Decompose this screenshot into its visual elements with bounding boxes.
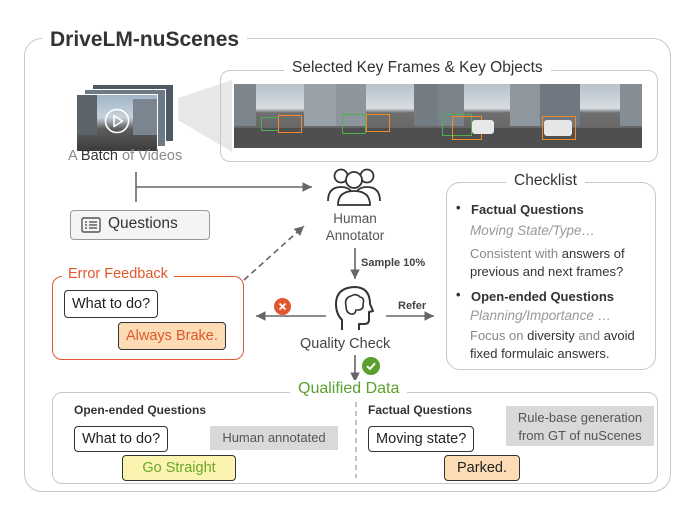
quality-check-label: Quality Check	[300, 336, 391, 352]
main-title: DriveLM-nuScenes	[42, 28, 248, 52]
key-frame-4	[540, 84, 642, 148]
play-icon[interactable]	[104, 108, 130, 134]
checklist-title: Checklist	[506, 172, 585, 190]
checklist-factual-heading: Factual Questions	[471, 202, 584, 217]
qualified-open-tag: Human annotated	[210, 426, 338, 450]
questions-box[interactable]: Questions	[70, 210, 210, 240]
qualified-data-title: Qualified Data	[290, 380, 408, 398]
questions-label: Questions	[108, 215, 178, 232]
error-feedback-title: Error Feedback	[62, 266, 174, 282]
error-x-icon	[274, 298, 291, 315]
error-answer-bubble: Always Brake.	[118, 322, 226, 350]
error-question-bubble: What to do?	[64, 290, 159, 318]
checklist-bullet-1: •	[456, 200, 461, 215]
qualified-factual-heading: Factual Questions	[368, 403, 473, 417]
videos-caption: A Batch of Videos	[68, 148, 183, 164]
checklist-bullet-2: •	[456, 287, 461, 302]
check-icon	[362, 357, 380, 375]
question-list-icon	[81, 217, 101, 233]
people-group-icon	[327, 168, 381, 206]
checklist-factual-desc: Consistent with answers of previous and …	[470, 246, 625, 279]
head-brain-icon	[335, 286, 374, 330]
key-frames-title: Selected Key Frames & Key Objects	[284, 59, 551, 77]
qualified-factual-answer: Parked.	[444, 455, 520, 481]
checklist-open-desc: Focus on diversity and avoid fixed formu…	[470, 328, 635, 361]
sample-label: Sample 10%	[361, 257, 426, 269]
refer-label: Refer	[398, 300, 427, 312]
checklist-open-sub: Planning/Importance …	[470, 308, 612, 323]
key-frame-1	[234, 84, 336, 148]
checklist-factual-sub: Moving State/Type…	[470, 223, 596, 238]
outer-panel	[24, 38, 671, 492]
qualified-divider	[355, 402, 357, 478]
key-frame-3	[438, 84, 540, 148]
qualified-factual-tag: Rule-base generation from GT of nuScenes	[506, 406, 654, 446]
qualified-open-heading: Open-ended Questions	[74, 403, 207, 417]
qualified-factual-question: Moving state?	[368, 426, 475, 452]
qualified-open-question: What to do?	[74, 426, 169, 452]
human-annotator-label: Human Annotator	[325, 211, 385, 243]
key-frame-2	[336, 84, 438, 148]
qualified-open-answer: Go Straight	[122, 455, 236, 481]
checklist-open-heading: Open-ended Questions	[471, 289, 615, 304]
video-stack-icon	[70, 84, 180, 154]
